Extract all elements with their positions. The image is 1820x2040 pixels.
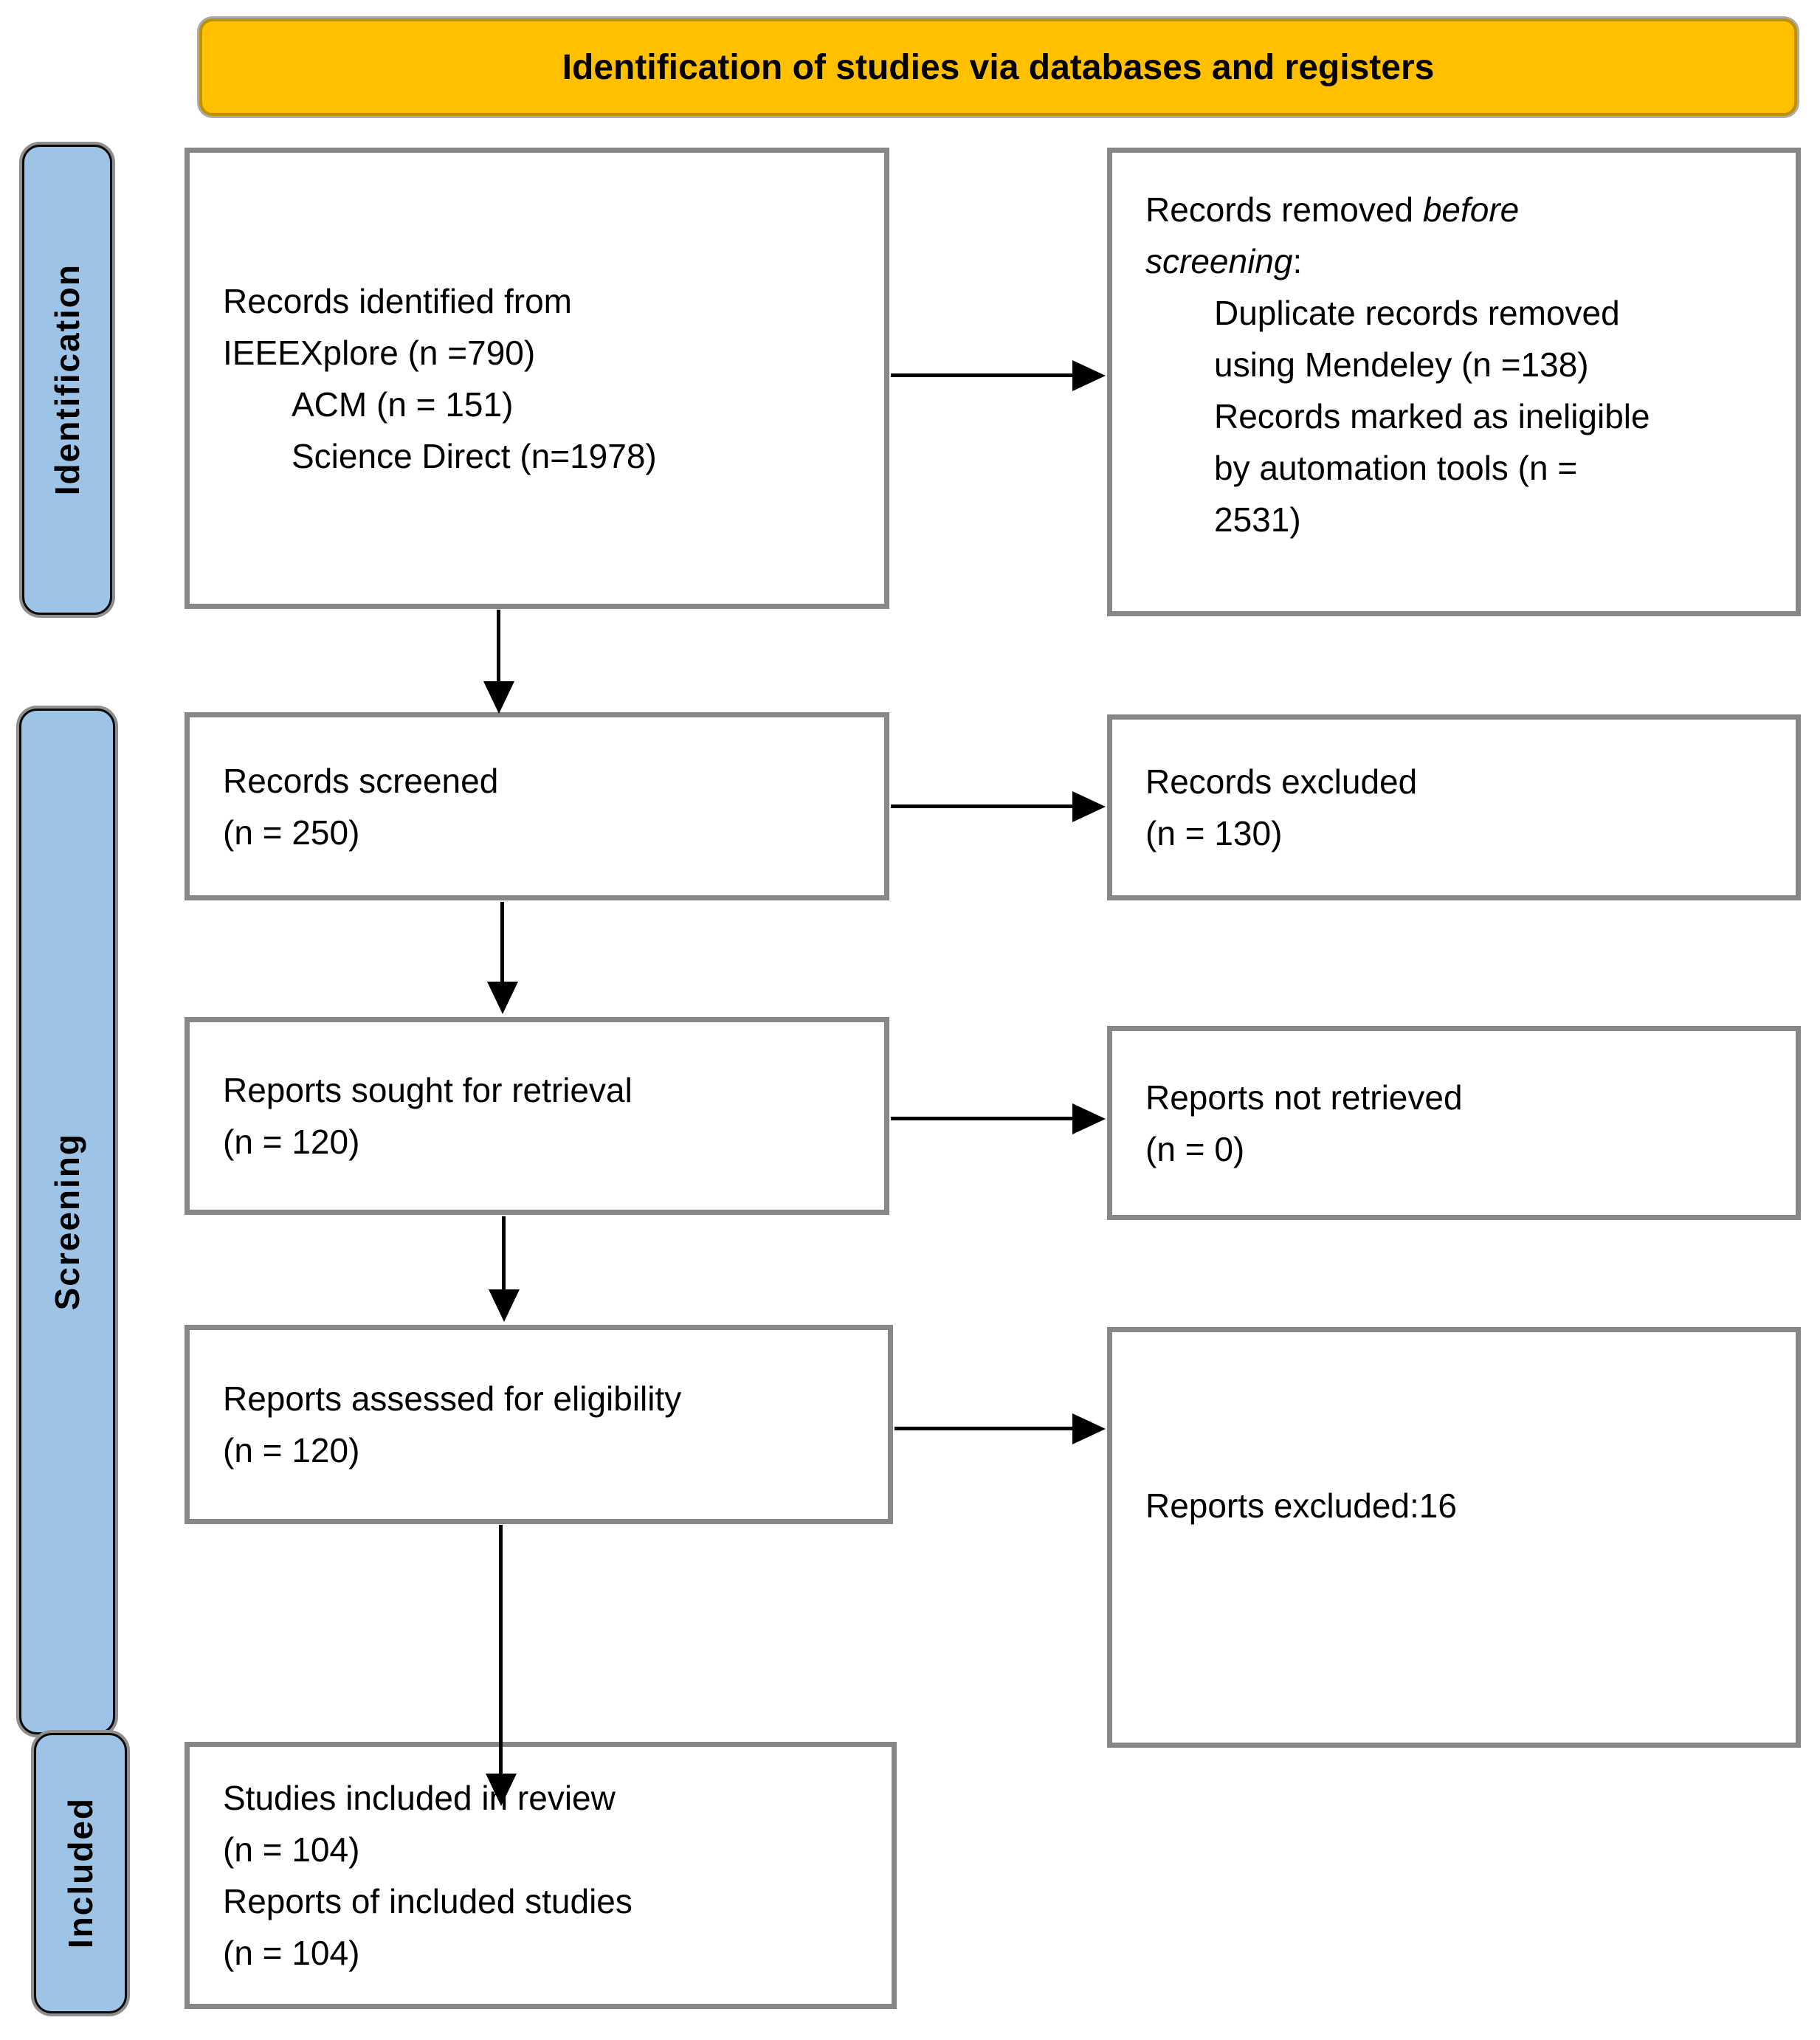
arrow-assessed-to-included — [485, 1525, 517, 1806]
stage-label-screening: Screening — [19, 709, 115, 1734]
box-text-line: (n = 104) — [223, 1830, 360, 1869]
box-text-line: Reports excluded:16 — [1145, 1486, 1457, 1525]
arrowhead-down-icon — [485, 1774, 517, 1806]
box-text-line: Reports of included studies — [223, 1882, 632, 1920]
box-text-line: Studies included in review — [223, 1779, 616, 1817]
stage-label-included: Included — [34, 1733, 127, 2013]
box-reports-assessed-for-eligibility: Reports assessed for eligibility (n = 120… — [185, 1325, 893, 1524]
box-text-line: 2531) — [1214, 500, 1301, 539]
arrow-identified-to-screened — [483, 610, 514, 714]
arrow-sought-to-not-retrieved — [891, 1103, 1106, 1134]
arrowhead-down-icon — [486, 982, 518, 1014]
arrowhead-right-icon — [1072, 1103, 1106, 1134]
box-text-line: Duplicate records removed — [1214, 294, 1620, 332]
box-text-line: Records excluded — [1145, 762, 1418, 801]
header-title: Identification of studies via databases … — [562, 47, 1435, 87]
stage-label-text: Identification — [48, 263, 86, 496]
arrowhead-right-icon — [1072, 359, 1106, 391]
box-text-line: Reports assessed for eligibility — [223, 1379, 682, 1418]
box-text-line: Records identified from — [223, 281, 572, 320]
arrow-sought-to-assessed — [488, 1216, 520, 1322]
arrowhead-right-icon — [1072, 790, 1106, 822]
box-records-excluded: Records excluded (n = 130) — [1107, 714, 1801, 900]
header-banner: Identification of studies via databases … — [199, 18, 1797, 116]
box-text-line: (n = 120) — [223, 1123, 360, 1161]
box-text-line: (n = 104) — [223, 1934, 360, 1972]
box-text-line: (n = 130) — [1145, 814, 1283, 852]
box-records-screened: Records screened (n = 250) — [185, 712, 889, 900]
box-text-line: Records removed before — [1145, 190, 1520, 229]
box-records-removed-before-screening: Records removed before screening: Duplicat… — [1107, 148, 1801, 616]
arrowhead-right-icon — [1072, 1413, 1106, 1444]
arrow-identified-to-removed — [891, 359, 1106, 391]
box-text-line: screening: — [1145, 242, 1303, 280]
stage-label-identification: Identification — [22, 145, 112, 615]
box-reports-not-retrieved: Reports not retrieved (n = 0) — [1107, 1026, 1801, 1220]
box-text-line: Records marked as ineligible — [1214, 397, 1650, 435]
arrowhead-down-icon — [483, 681, 514, 714]
box-text-line: ACM (n = 151) — [292, 385, 514, 424]
arrow-assessed-to-reports-excluded — [895, 1413, 1106, 1444]
box-reports-sought-for-retrieval: Reports sought for retrieval (n = 120) — [185, 1017, 889, 1215]
box-text-line: by automation tools (n = — [1214, 449, 1578, 487]
box-studies-included-in-review: Studies included in review (n = 104) Repor… — [185, 1742, 897, 2009]
box-reports-excluded: Reports excluded:16 — [1107, 1327, 1801, 1748]
box-text-line: (n = 0) — [1145, 1129, 1245, 1168]
box-text-line: IEEEXplore (n =790) — [223, 333, 536, 372]
box-text-line: Reports sought for retrieval — [223, 1071, 632, 1109]
box-text-line: using Mendeley (n =138) — [1214, 345, 1589, 384]
stage-label-text: Screening — [48, 1132, 86, 1311]
arrow-screened-to-excluded — [891, 790, 1106, 822]
box-text-line: Records screened — [223, 761, 499, 800]
box-text-line: Science Direct (n=1978) — [292, 436, 657, 475]
box-text-line: (n = 250) — [223, 813, 360, 852]
stage-label-text: Included — [61, 1797, 100, 1949]
box-text-line: Reports not retrieved — [1145, 1078, 1463, 1117]
arrow-screened-to-sought — [486, 902, 518, 1014]
box-text-line: (n = 120) — [223, 1431, 360, 1469]
arrowhead-down-icon — [488, 1289, 520, 1322]
